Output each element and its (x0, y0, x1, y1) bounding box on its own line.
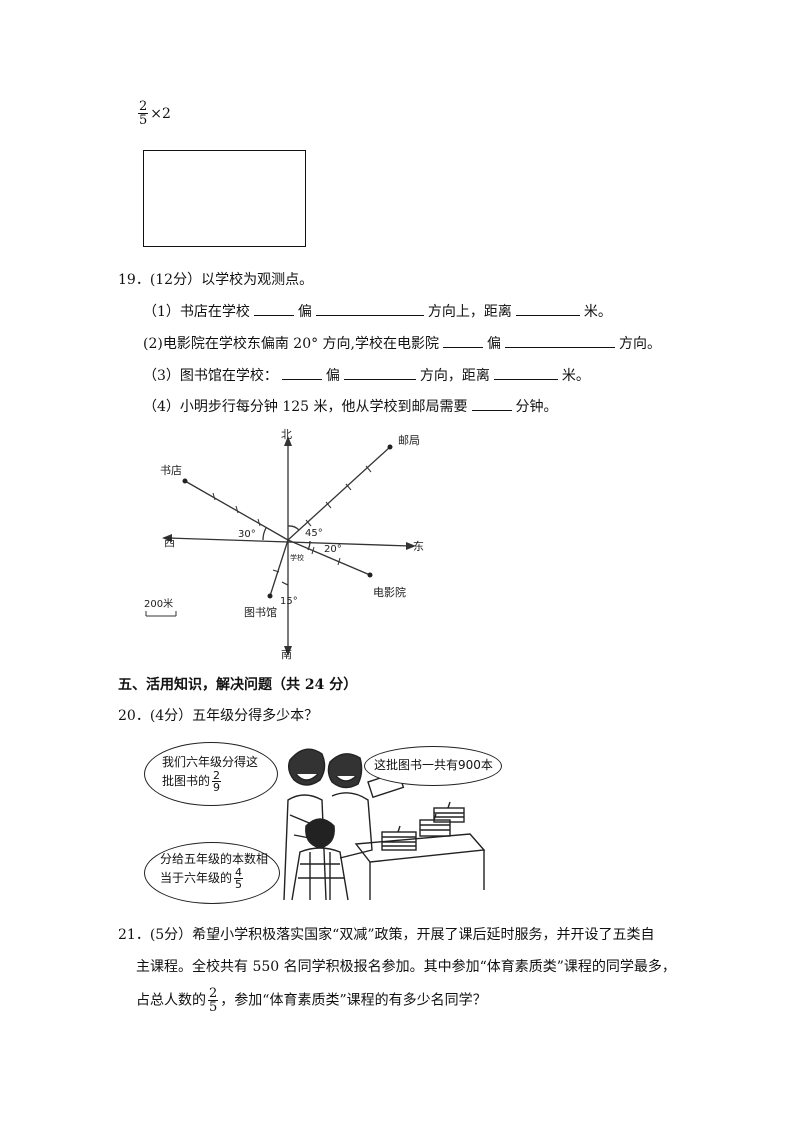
angle-20-label: 20° (324, 544, 342, 555)
south-label: 南 (281, 648, 292, 660)
answer-blank[interactable] (505, 333, 615, 348)
answer-blank[interactable] (471, 396, 512, 411)
answer-box[interactable] (143, 150, 306, 247)
answer-blank[interactable] (443, 333, 483, 348)
scale-label: 200米 (144, 597, 173, 610)
q20-title: 20．(4分）五年级分得多少本？ (118, 708, 319, 724)
cinema-label: 电影院 (373, 585, 406, 599)
line-to-cinema (287, 539, 371, 576)
west-label: 西 (164, 536, 175, 549)
post-office-label: 邮局 (398, 434, 420, 447)
q21-line-1: 21．(5分）希望小学积极落实国家“双减”政策，开展了课后延时服务，并开设了五类… (118, 927, 655, 943)
line-to-library (269, 539, 289, 597)
bookstore-dot (182, 478, 188, 484)
school-label: 学校 (290, 553, 304, 562)
q19-line-3: （3）图书馆在学校：偏方向，距离米。 (143, 365, 590, 386)
speech-bubble-left-top (144, 742, 278, 806)
table (354, 833, 486, 863)
angle-45-label: 45° (305, 528, 323, 539)
answer-blank[interactable] (515, 301, 580, 316)
boy-body (283, 794, 327, 901)
book-stack (381, 831, 417, 851)
north-label: 北 (281, 428, 292, 441)
speech-bubble-left-bottom (144, 842, 280, 904)
angle-30-label: 30° (238, 529, 256, 540)
post-office-dot (387, 444, 393, 450)
girl-head (305, 818, 335, 849)
book-stack (419, 819, 451, 837)
west-arrow (162, 534, 172, 542)
q21-line-2: 主课程。全校共有 550 名同学积极报名参加。其中参加“体育素质类”课程的同学最… (136, 959, 676, 975)
answer-blank[interactable] (281, 365, 322, 380)
bookstore-label: 书店 (160, 463, 182, 477)
speech-bubble-right (364, 746, 502, 786)
line-to-post-office (287, 446, 391, 541)
girl-body (291, 847, 349, 901)
east-arrow (406, 542, 416, 550)
section-title: 五、活用知识，解决问题（共 24 分） (118, 677, 358, 693)
book-stack (433, 807, 465, 823)
we-axis (167, 537, 411, 547)
q19-line-4: （4）小明步行每分钟 125 米，他从学校到邮局需要分钟。 (143, 396, 558, 417)
cinema-dot (367, 572, 373, 578)
boy2-head (327, 753, 363, 789)
q19-title: 19．(12分）以学校为观测点。 (118, 272, 314, 288)
operator-text: ×2 (150, 105, 171, 122)
east-label: 东 (413, 540, 424, 553)
angle-15-label: 15° (280, 596, 298, 607)
q20-illustration (283, 748, 486, 901)
north-arrow (284, 436, 292, 446)
direction-map: 北 南 西 东 书店 邮局 电影院 图书馆 学校 30° 45° 20° 15°… (144, 428, 424, 660)
library-dot (267, 593, 273, 599)
bubble2-text: 这批图书一共有900本 (374, 758, 493, 772)
library-label: 图书馆 (244, 605, 277, 619)
answer-blank[interactable] (493, 365, 558, 380)
answer-blank[interactable] (343, 365, 416, 380)
answer-blank[interactable] (315, 301, 424, 316)
answer-blank[interactable] (253, 301, 294, 316)
q19-line-2: (2)电影院在学校东偏南 20° 方向,学校在电影院偏方向。 (143, 333, 661, 354)
line-to-bookstore (184, 480, 289, 541)
south-arrow (284, 646, 292, 656)
q19-line-1: （1）书店在学校偏方向上，距离米。 (143, 301, 612, 322)
